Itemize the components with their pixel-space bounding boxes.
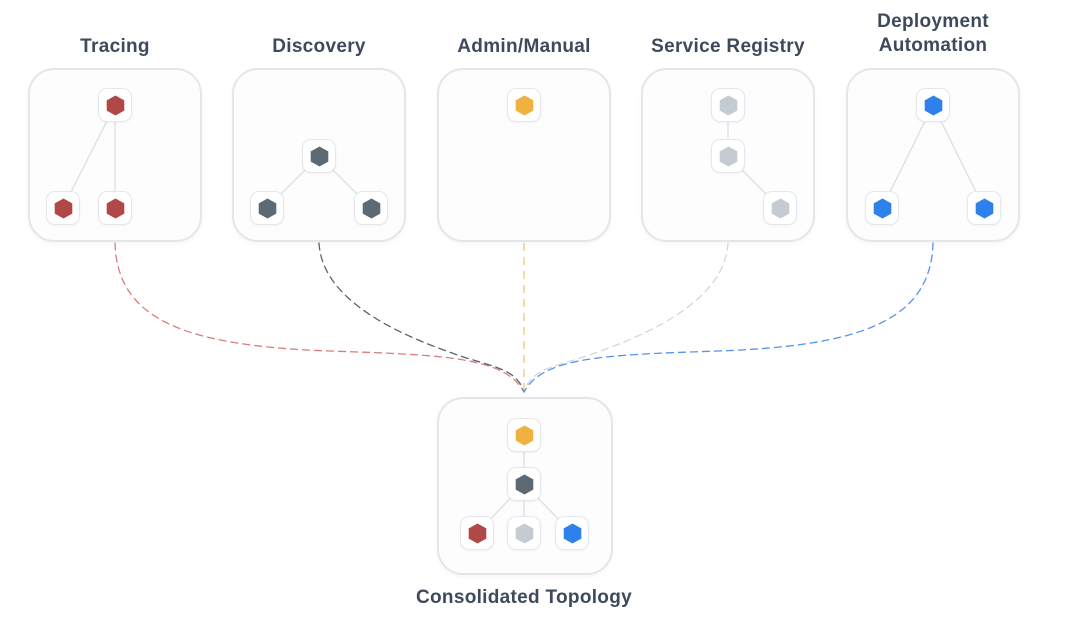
node-consolidated-blue [555,516,589,550]
node-service-registry-leaf [763,191,797,225]
node-discovery-root [302,139,336,173]
connector-discovery [318,242,525,393]
node-tracing-leaf-1 [46,191,80,225]
node-deployment-leaf-1 [865,191,899,225]
hexagon-icon [468,523,486,543]
node-consolidated-amber [507,418,541,452]
card-title-discovery: Discovery [272,36,366,57]
card-title-tracing: Tracing [80,36,150,57]
hexagon-icon [719,95,737,115]
hexagon-icon [258,198,276,218]
hexagon-icon [310,146,328,166]
node-service-registry-mid [711,139,745,173]
hexagon-icon [515,474,533,494]
card-title-admin-manual: Admin/Manual [457,36,591,57]
card-title-service-registry: Service Registry [651,36,805,57]
node-deployment-leaf-2 [967,191,1001,225]
node-tracing-leaf-2 [98,191,132,225]
hexagon-icon [771,198,789,218]
hexagon-icon [362,198,380,218]
node-discovery-leaf-2 [354,191,388,225]
hexagon-icon [106,95,124,115]
card-title-deployment-automation: Deployment Automation [877,11,989,56]
connector-service-registry [523,242,729,393]
node-tracing-root [98,88,132,122]
hexagon-icon [515,425,533,445]
tree-edge [881,104,934,209]
node-service-registry-root [711,88,745,122]
hexagon-icon [873,198,891,218]
hexagon-icon [106,198,124,218]
node-consolidated-red [460,516,494,550]
node-consolidated-gray [507,516,541,550]
node-discovery-leaf-1 [250,191,284,225]
hexagon-icon [515,523,533,543]
hexagon-icon [515,95,533,115]
hexagon-icon [563,523,581,543]
tree-edge [62,104,116,209]
hexagon-icon [924,95,942,115]
hexagon-icon [975,198,993,218]
card-title-consolidated-topology: Consolidated Topology [416,587,632,608]
hexagon-icon [719,146,737,166]
connector-tracing [114,242,525,393]
tree-edge [932,104,985,209]
node-admin-manual [507,88,541,122]
hexagon-icon [54,198,72,218]
connector-deployment-automation [523,242,934,393]
node-consolidated-slate [507,467,541,501]
node-deployment-root [916,88,950,122]
